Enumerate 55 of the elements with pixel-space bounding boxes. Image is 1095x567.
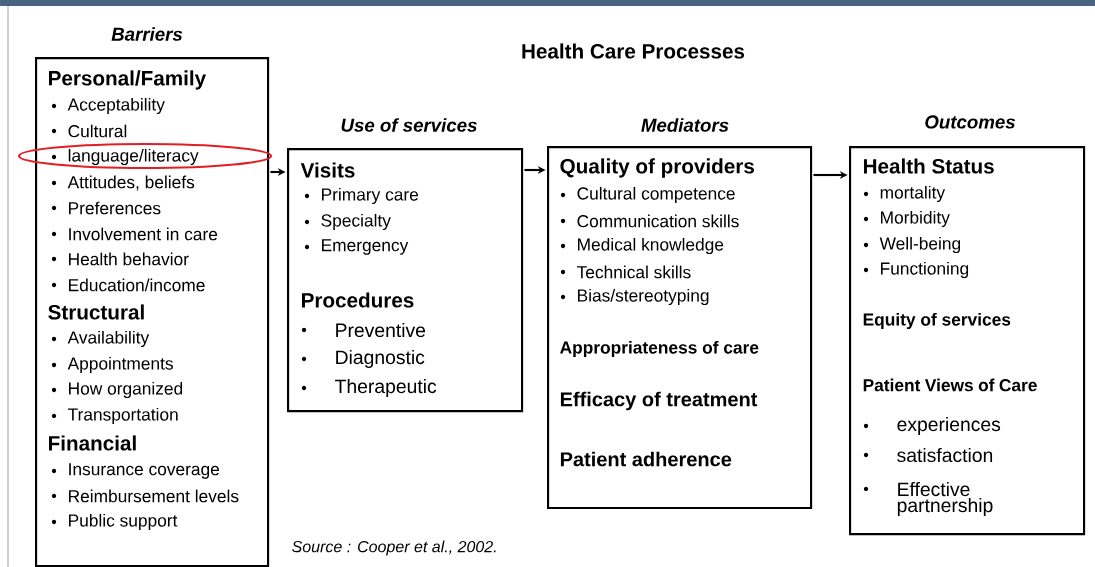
list-item: language/literacy [68, 148, 199, 166]
column-heading: Outcomes [925, 115, 1015, 129]
list-item: Emergency [322, 239, 409, 255]
column-heading: Barriers [111, 27, 183, 41]
list-item: Acceptability [67, 97, 165, 115]
section-heading: Visits [300, 162, 355, 178]
list-item: How organized [69, 381, 183, 399]
list-item: Well-being [879, 236, 961, 254]
list-item: Health behavior [69, 252, 189, 266]
list-item: Preventive [336, 322, 426, 338]
list-item: Cultural [68, 124, 127, 138]
category-box [849, 115, 1086, 536]
list-item: Reimbursement levels [69, 489, 239, 503]
list-item: Morbidity [881, 210, 950, 228]
list-item: Transportation [68, 407, 178, 425]
list-item: Communication skills [577, 214, 739, 228]
list-item: Therapeutic [335, 379, 437, 397]
list-item: Public support [69, 513, 178, 531]
column-heading: Mediators [641, 118, 729, 132]
title: Health Care Processes [522, 43, 745, 59]
section-heading: Patient Views of Care [863, 378, 1037, 392]
list-item: Diagnostic [336, 350, 425, 368]
list-item: Insurance coverage [69, 463, 220, 479]
category-box [547, 118, 813, 510]
category-box [287, 118, 524, 413]
list-item: Cultural competence [577, 186, 735, 204]
list-item: Effective partnership [897, 482, 993, 516]
list-item: Appointments [67, 356, 173, 374]
list-item: Preferences [69, 201, 161, 215]
list-item: Functioning [881, 261, 969, 279]
list-item: Bias/stereotyping [578, 288, 709, 306]
list-item: Education/income [69, 278, 205, 292]
list-item: Primary care [322, 187, 419, 205]
list-item: Specialty [321, 213, 391, 231]
list-item: Medical knowledge [578, 237, 724, 255]
category-box [35, 27, 270, 567]
column-heading: Use of services [341, 118, 477, 132]
section-heading: Personal/Family [49, 70, 206, 90]
list-item: Availability [67, 330, 150, 348]
source-note: Source : Cooper et al., 2002. [292, 540, 496, 556]
section-heading: Quality of providers [560, 158, 754, 178]
list-item: satisfaction [897, 447, 993, 463]
list-item: Involvement in care [69, 227, 218, 241]
section-heading: Procedures [302, 292, 414, 308]
list-item: mortality [880, 185, 946, 203]
section-heading: Patient adherence [560, 451, 732, 467]
list-item: Attitudes, beliefs [67, 175, 195, 191]
section-heading: Equity of services [863, 312, 1011, 330]
list-item: Technical skills [577, 265, 691, 279]
list-item: experiences [897, 417, 1001, 435]
section-heading: Efficacy of treatment [560, 391, 758, 411]
section-heading: Structural [48, 304, 144, 320]
section-heading: Financial [49, 435, 136, 451]
section-heading: Appropriateness of care [560, 340, 759, 358]
section-heading: Health Status [864, 158, 994, 174]
